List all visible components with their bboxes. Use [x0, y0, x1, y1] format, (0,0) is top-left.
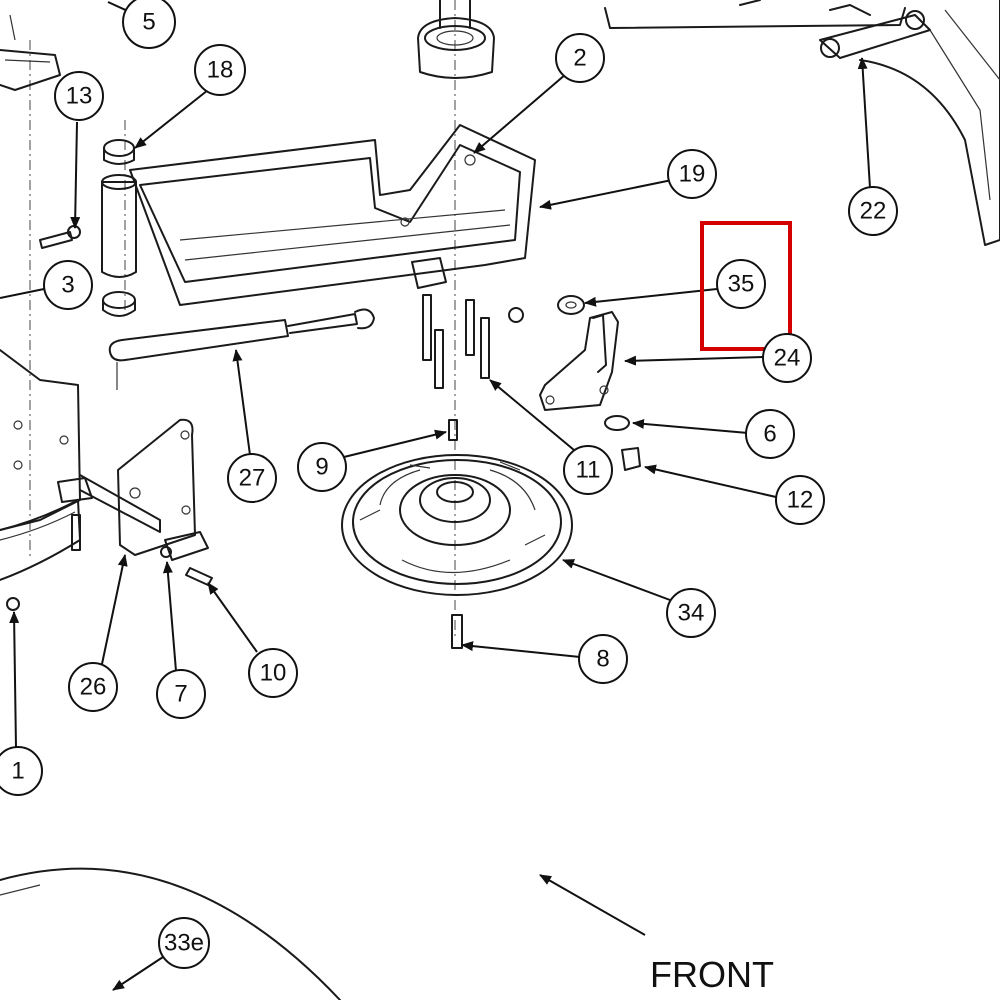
callout-26: 26: [68, 662, 118, 712]
callout-1: 1: [0, 746, 43, 796]
callout-6: 6: [745, 409, 795, 459]
callout-7: 7: [156, 669, 206, 719]
svg-text:35: 35: [728, 271, 755, 298]
callout-13: 13: [54, 71, 104, 121]
svg-text:2: 2: [573, 45, 586, 72]
callout-18: 18: [194, 44, 246, 96]
callout-22: 22: [848, 186, 898, 236]
callout-8: 8: [578, 634, 628, 684]
svg-text:12: 12: [787, 487, 814, 514]
svg-text:13: 13: [66, 83, 93, 110]
svg-text:18: 18: [207, 57, 234, 84]
callout-9: 9: [297, 442, 347, 492]
leader-lines: [0, 1, 871, 991]
callout-33e: 33e: [158, 917, 210, 969]
svg-text:33e: 33e: [164, 930, 204, 957]
svg-text:9: 9: [315, 454, 328, 481]
callout-2: 2: [555, 33, 605, 83]
callout-34: 34: [666, 588, 716, 638]
callout-19: 19: [667, 149, 717, 199]
svg-text:3: 3: [61, 272, 74, 299]
svg-text:8: 8: [596, 646, 609, 673]
svg-text:1: 1: [11, 758, 24, 785]
svg-text:7: 7: [174, 681, 187, 708]
callout-27: 27: [227, 453, 277, 503]
callout-11: 11: [563, 445, 613, 495]
callout-24: 24: [762, 333, 812, 383]
svg-text:24: 24: [774, 345, 801, 372]
highlight-box: [700, 221, 792, 351]
callout-10: 10: [248, 648, 298, 698]
callout-35: 35: [716, 259, 766, 309]
svg-text:19: 19: [679, 161, 706, 188]
callout-12: 12: [775, 475, 825, 525]
front-label: FRONT: [650, 954, 774, 995]
svg-text:6: 6: [763, 421, 776, 448]
svg-text:22: 22: [860, 198, 887, 225]
svg-text:27: 27: [239, 465, 266, 492]
svg-text:10: 10: [260, 660, 287, 687]
svg-text:34: 34: [678, 600, 705, 627]
callout-3: 3: [43, 260, 93, 310]
callout-5: 5: [122, 0, 176, 49]
svg-text:26: 26: [80, 674, 107, 701]
svg-text:5: 5: [142, 9, 155, 36]
svg-text:11: 11: [576, 457, 601, 484]
